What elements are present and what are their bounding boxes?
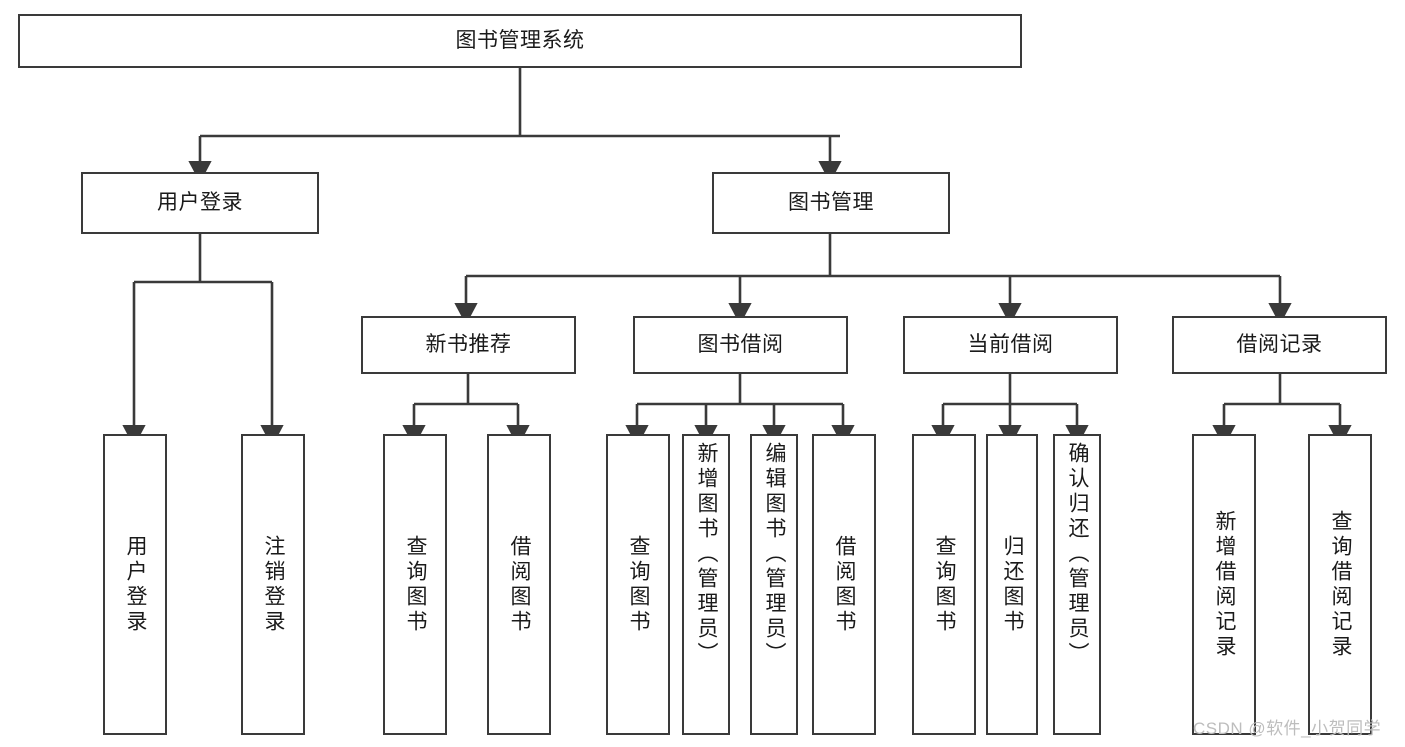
- node-current-borrow-label: 当前借阅: [967, 332, 1054, 356]
- node-book-manage[interactable]: 图书管理: [712, 172, 950, 234]
- node-leaf-query-book-3-label: 查询图书: [933, 534, 957, 635]
- node-borrow-record-label: 借阅记录: [1236, 332, 1323, 356]
- node-borrow-record[interactable]: 借阅记录: [1172, 316, 1387, 374]
- node-leaf-confirm-return[interactable]: 确认归还（管理员）: [1053, 434, 1101, 735]
- node-leaf-query-book-1-label: 查询图书: [404, 534, 428, 635]
- node-leaf-query-record[interactable]: 查询借阅记录: [1308, 434, 1372, 735]
- node-leaf-logout-login[interactable]: 注销登录: [241, 434, 305, 735]
- node-leaf-borrow-book-1-label: 借阅图书: [508, 534, 532, 635]
- node-current-borrow[interactable]: 当前借阅: [903, 316, 1118, 374]
- node-new-book-recommend[interactable]: 新书推荐: [361, 316, 576, 374]
- node-book-borrow-label: 图书借阅: [697, 332, 784, 356]
- node-book-borrow[interactable]: 图书借阅: [633, 316, 848, 374]
- node-leaf-query-book-2[interactable]: 查询图书: [606, 434, 670, 735]
- node-leaf-query-book-3[interactable]: 查询图书: [912, 434, 976, 735]
- node-leaf-add-book[interactable]: 新增图书（管理员）: [682, 434, 730, 735]
- node-leaf-edit-book-label: 编辑图书（管理员）: [763, 442, 787, 667]
- node-leaf-query-book-1[interactable]: 查询图书: [383, 434, 447, 735]
- node-new-book-recommend-label: 新书推荐: [425, 332, 512, 356]
- node-leaf-user-login[interactable]: 用户登录: [103, 434, 167, 735]
- node-root-label: 图书管理系统: [455, 28, 585, 52]
- node-leaf-borrow-book-2[interactable]: 借阅图书: [812, 434, 876, 735]
- node-leaf-edit-book[interactable]: 编辑图书（管理员）: [750, 434, 798, 735]
- node-leaf-query-record-label: 查询借阅记录: [1329, 509, 1353, 660]
- node-user-login-label: 用户登录: [157, 190, 243, 214]
- node-leaf-add-record-label: 新增借阅记录: [1213, 509, 1237, 660]
- node-leaf-borrow-book-1[interactable]: 借阅图书: [487, 434, 551, 735]
- node-leaf-add-book-label: 新增图书（管理员）: [695, 442, 719, 667]
- node-book-manage-label: 图书管理: [788, 190, 874, 214]
- node-leaf-add-record[interactable]: 新增借阅记录: [1192, 434, 1256, 735]
- node-leaf-return-book[interactable]: 归还图书: [986, 434, 1038, 735]
- node-user-login[interactable]: 用户登录: [81, 172, 319, 234]
- node-leaf-user-login-label: 用户登录: [124, 534, 148, 635]
- node-root[interactable]: 图书管理系统: [18, 14, 1022, 68]
- node-leaf-query-book-2-label: 查询图书: [627, 534, 651, 635]
- node-leaf-return-book-label: 归还图书: [1001, 534, 1025, 635]
- node-leaf-borrow-book-2-label: 借阅图书: [833, 534, 857, 635]
- node-leaf-logout-login-label: 注销登录: [262, 534, 286, 635]
- node-leaf-confirm-return-label: 确认归还（管理员）: [1066, 442, 1090, 667]
